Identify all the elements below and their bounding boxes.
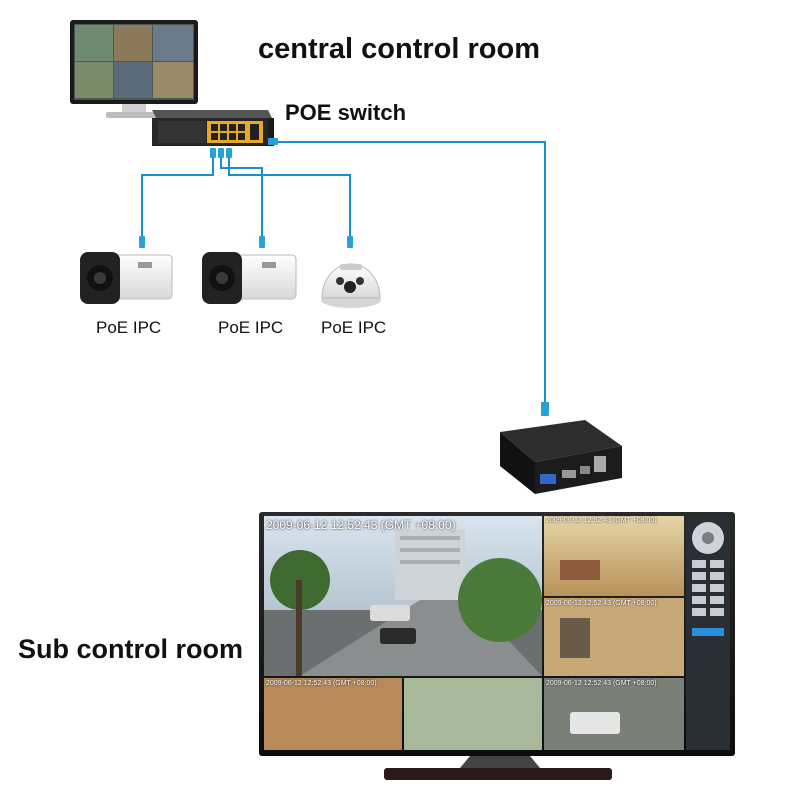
cable-switch-to-ipc-1 bbox=[141, 150, 214, 240]
view-timestamp-3: 2009-06-12 12:52:43 (GMT +08:00) bbox=[546, 600, 657, 607]
decoder-box bbox=[500, 420, 622, 494]
central-room-title: central control room bbox=[258, 33, 540, 65]
ipc-label-3: PoE IPC bbox=[321, 318, 387, 337]
bullet-camera-1 bbox=[80, 252, 173, 304]
poe-switch bbox=[152, 110, 274, 146]
cable-switch-to-ipc-2 bbox=[220, 150, 263, 240]
cable-switch-to-ipc-3 bbox=[228, 150, 351, 240]
tv-monitor bbox=[259, 512, 735, 780]
ipc-label-2: PoE IPC bbox=[218, 318, 284, 337]
main-view-timestamp: 2009-06-12 12:52:43 (GMT +08:00) bbox=[266, 518, 456, 532]
cable-switch-to-sub bbox=[272, 141, 546, 405]
sub-room-title: Sub control room bbox=[18, 634, 243, 664]
view-timestamp-2: 2009-06-12 12:52:43 (GMT +08:00) bbox=[546, 517, 657, 524]
bullet-camera-2 bbox=[202, 252, 297, 304]
cable-connectors bbox=[139, 138, 549, 416]
cables bbox=[141, 141, 546, 405]
central-monitor bbox=[70, 20, 198, 118]
poe-switch-label: POE switch bbox=[285, 100, 407, 125]
view-timestamp-5: 2009-06-12 12:52:43 (GMT +08:00) bbox=[546, 680, 657, 687]
view-timestamp-4: 2009-06-12 12:52:43 (GMT +08:00) bbox=[266, 680, 377, 687]
dome-camera bbox=[321, 263, 381, 308]
ipc-label-1: PoE IPC bbox=[96, 318, 162, 337]
